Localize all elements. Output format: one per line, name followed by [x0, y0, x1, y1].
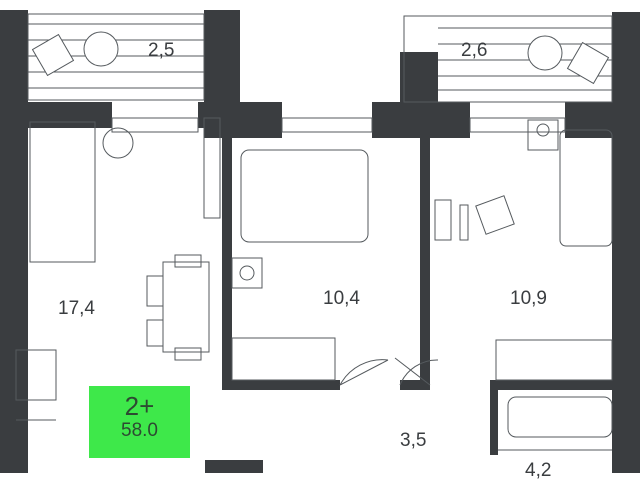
furniture [15, 13, 613, 451]
room-area-bedroom-2: 10,9 [510, 288, 547, 309]
walls [0, 10, 640, 473]
room-area-bedroom-1: 10,4 [323, 288, 360, 309]
room-area-living: 17,4 [58, 298, 95, 319]
room-area-balcony-left: 2,5 [148, 40, 175, 61]
total-area: 58.0 [121, 420, 158, 441]
apartment-badge: 2+ 58.0 [89, 386, 190, 458]
room-area-bathroom: 4,2 [525, 460, 552, 481]
room-area-hallway: 3,5 [400, 430, 427, 451]
room-area-balcony-right: 2,6 [461, 40, 488, 61]
room-count: 2+ [124, 391, 155, 421]
